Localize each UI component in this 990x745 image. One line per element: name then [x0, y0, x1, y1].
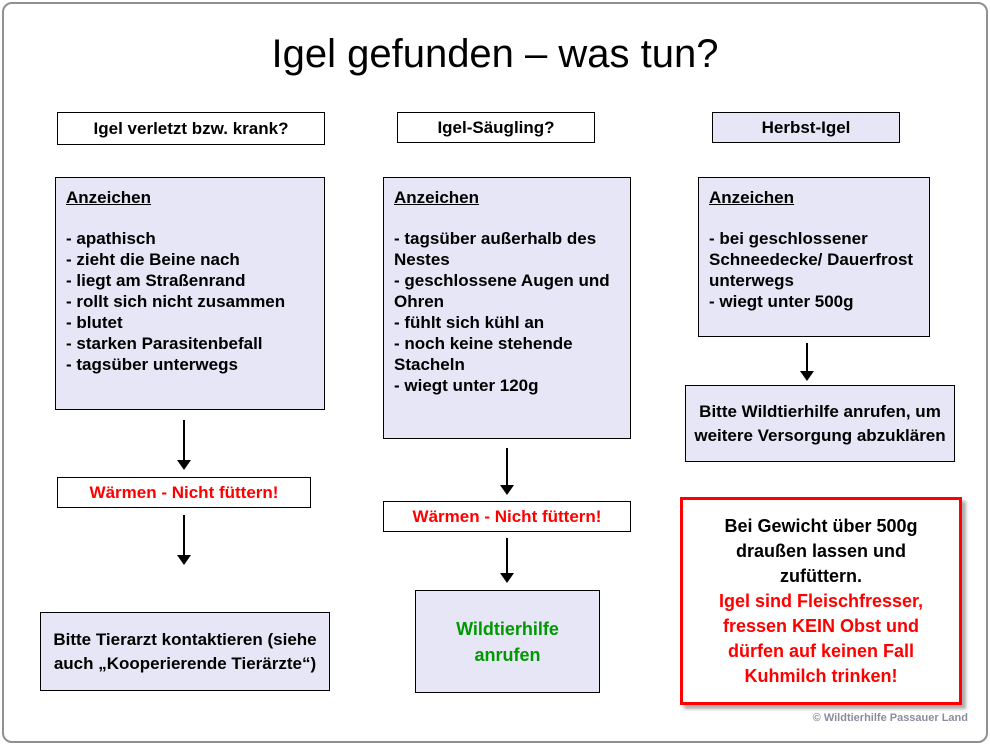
sign-item: - blutet [66, 313, 123, 332]
down-arrow [499, 448, 515, 495]
arrow-shaft [183, 515, 185, 555]
arrow-head [500, 485, 514, 495]
sign-item: - starken Parasitenbefall [66, 334, 263, 353]
final-box-injured: Bitte Tierarzt kontaktieren (siehe auch … [40, 612, 330, 691]
notice-text-black: Bei Gewicht über 500g draußen lassen und… [724, 516, 918, 586]
signs-title: Anzeichen [66, 188, 152, 207]
header-box-injured: Igel verletzt bzw. krank? [57, 112, 325, 145]
sign-item: - apathisch [66, 229, 156, 248]
final-box-baby: Wildtierhilfe anrufen [415, 590, 600, 693]
sign-item: - noch keine stehende Stacheln [394, 334, 573, 374]
warning-box-injured: Wärmen - Nicht füttern! [57, 477, 311, 508]
sign-item: - rollt sich nicht zusammen [66, 292, 286, 311]
sign-item: - wiegt unter 120g [394, 376, 539, 395]
sign-item: - tagsüber unterwegs [66, 355, 238, 374]
page-title: Igel gefunden – was tun? [271, 32, 719, 76]
sign-item: - tagsüber außerhalb des Nestes [394, 229, 597, 269]
sign-item: - geschlossene Augen und Ohren [394, 271, 610, 311]
sign-item: - liegt am Straßenrand [66, 271, 246, 290]
signs-box-injured: Anzeichen - apathisch - zieht die Beine … [55, 177, 325, 410]
arrow-head [177, 555, 191, 565]
sign-item: - bei geschlossener Schneedecke/ Dauerfr… [709, 229, 914, 290]
arrow-head [500, 573, 514, 583]
signs-box-autumn: Anzeichen - bei geschlossener Schneedeck… [698, 177, 930, 337]
arrow-shaft [506, 448, 508, 485]
sign-item: - fühlt sich kühl an [394, 313, 545, 332]
arrow-head [800, 371, 814, 381]
notice-box-autumn: Bei Gewicht über 500g draußen lassen und… [680, 497, 962, 705]
copyright-text: © Wildtierhilfe Passauer Land [812, 712, 968, 724]
down-arrow [799, 343, 815, 381]
down-arrow [176, 515, 192, 565]
down-arrow [176, 420, 192, 470]
header-box-autumn: Herbst-Igel [712, 112, 900, 143]
down-arrow [499, 538, 515, 583]
action-box-autumn: Bitte Wildtierhilfe anrufen, um weitere … [685, 385, 955, 462]
arrow-shaft [183, 420, 185, 460]
warning-box-baby: Wärmen - Nicht füttern! [383, 501, 631, 532]
header-box-baby: Igel-Säugling? [397, 112, 595, 143]
arrow-shaft [806, 343, 808, 371]
signs-title: Anzeichen [394, 188, 480, 207]
arrow-shaft [506, 538, 508, 573]
arrow-head [177, 460, 191, 470]
sign-item: - zieht die Beine nach [66, 250, 240, 269]
signs-box-baby: Anzeichen - tagsüber außerhalb des Neste… [383, 177, 631, 439]
signs-title: Anzeichen [709, 188, 795, 207]
notice-text-red: Igel sind Fleischfresser, fressen KEIN O… [718, 591, 924, 686]
sign-item: - wiegt unter 500g [709, 292, 854, 311]
